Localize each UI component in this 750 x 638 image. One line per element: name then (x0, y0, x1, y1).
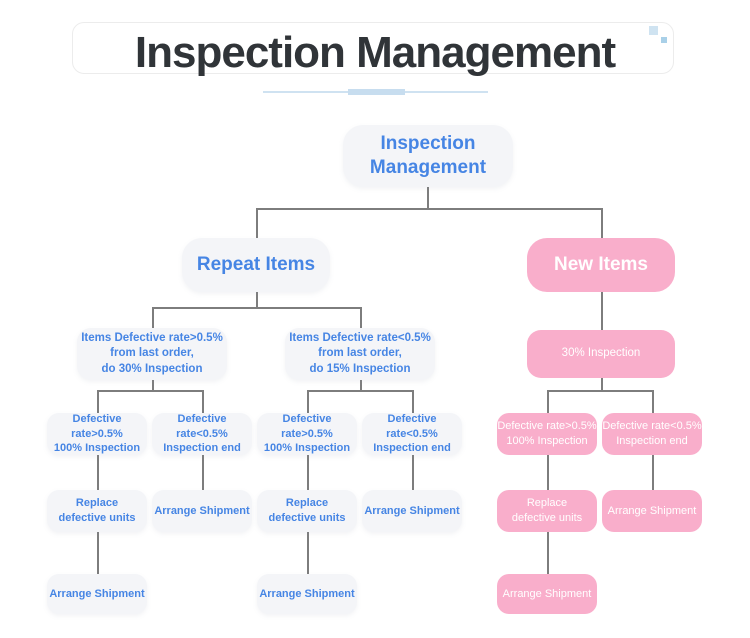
connector-line (547, 532, 549, 574)
page-title: Inspection Management (134, 28, 616, 77)
connector-line (152, 307, 154, 328)
connector-line (360, 380, 362, 390)
node-new-replace[interactable]: Replace defective units (497, 490, 597, 532)
node-repeat-defective-high[interactable]: Items Defective rate>0.5% from last orde… (77, 328, 227, 380)
connector-line (97, 532, 99, 574)
connector-line (601, 292, 603, 330)
node-repeat-low-ship-final[interactable]: Arrange Shipment (257, 574, 357, 614)
decor-square-small (661, 37, 667, 43)
connector-line (427, 187, 429, 208)
connector-line (307, 532, 309, 574)
connector-line (307, 455, 309, 490)
connector-line (547, 390, 653, 392)
node-new-ship-final[interactable]: Arrange Shipment (497, 574, 597, 614)
node-repeat-low-replace[interactable]: Replace defective units (257, 490, 357, 532)
connector-line (360, 307, 362, 328)
connector-line (547, 390, 549, 413)
node-repeat-high-replace[interactable]: Replace defective units (47, 490, 147, 532)
node-repeat-low-lt[interactable]: Defective rate<0.5% Inspection end (362, 413, 462, 455)
node-root[interactable]: Inspection Management (343, 125, 513, 187)
connector-line (412, 455, 414, 490)
decor-square-large (649, 26, 658, 35)
header-card (72, 22, 674, 74)
connector-line (256, 208, 258, 238)
connector-line (547, 455, 549, 490)
node-repeat-high-lt[interactable]: Defective rate<0.5% Inspection end (152, 413, 252, 455)
connector-line (652, 390, 654, 413)
connector-line (256, 208, 602, 210)
connector-line (307, 390, 413, 392)
connector-line (601, 378, 603, 390)
node-new-items[interactable]: New Items (527, 238, 675, 292)
connector-line (601, 208, 603, 238)
connector-line (97, 390, 203, 392)
connector-line (256, 292, 258, 308)
title-underline-accent (348, 89, 405, 95)
node-repeat-low-gt[interactable]: Defective rate>0.5% 100% Inspection (257, 413, 357, 455)
connector-line (412, 390, 414, 413)
connector-line (652, 455, 654, 490)
connector-line (152, 380, 154, 390)
node-new-gt[interactable]: Defective rate>0.5% 100% Inspection (497, 413, 597, 455)
connector-line (152, 307, 361, 309)
node-repeat-high-ship[interactable]: Arrange Shipment (152, 490, 252, 532)
node-repeat-high-gt[interactable]: Defective rate>0.5% 100% Inspection (47, 413, 147, 455)
connector-line (97, 390, 99, 413)
connector-line (307, 390, 309, 413)
node-repeat-items[interactable]: Repeat Items (182, 238, 330, 292)
node-repeat-high-ship-final[interactable]: Arrange Shipment (47, 574, 147, 614)
connector-line (202, 455, 204, 490)
connector-line (97, 455, 99, 490)
node-new-lt[interactable]: Defective rate<0.5% Inspection end (602, 413, 702, 455)
node-repeat-defective-low[interactable]: Items Defective rate<0.5% from last orde… (285, 328, 435, 380)
connector-line (202, 390, 204, 413)
node-new-ship[interactable]: Arrange Shipment (602, 490, 702, 532)
node-new-30pct-inspection[interactable]: 30% Inspection (527, 330, 675, 378)
node-repeat-low-ship[interactable]: Arrange Shipment (362, 490, 462, 532)
